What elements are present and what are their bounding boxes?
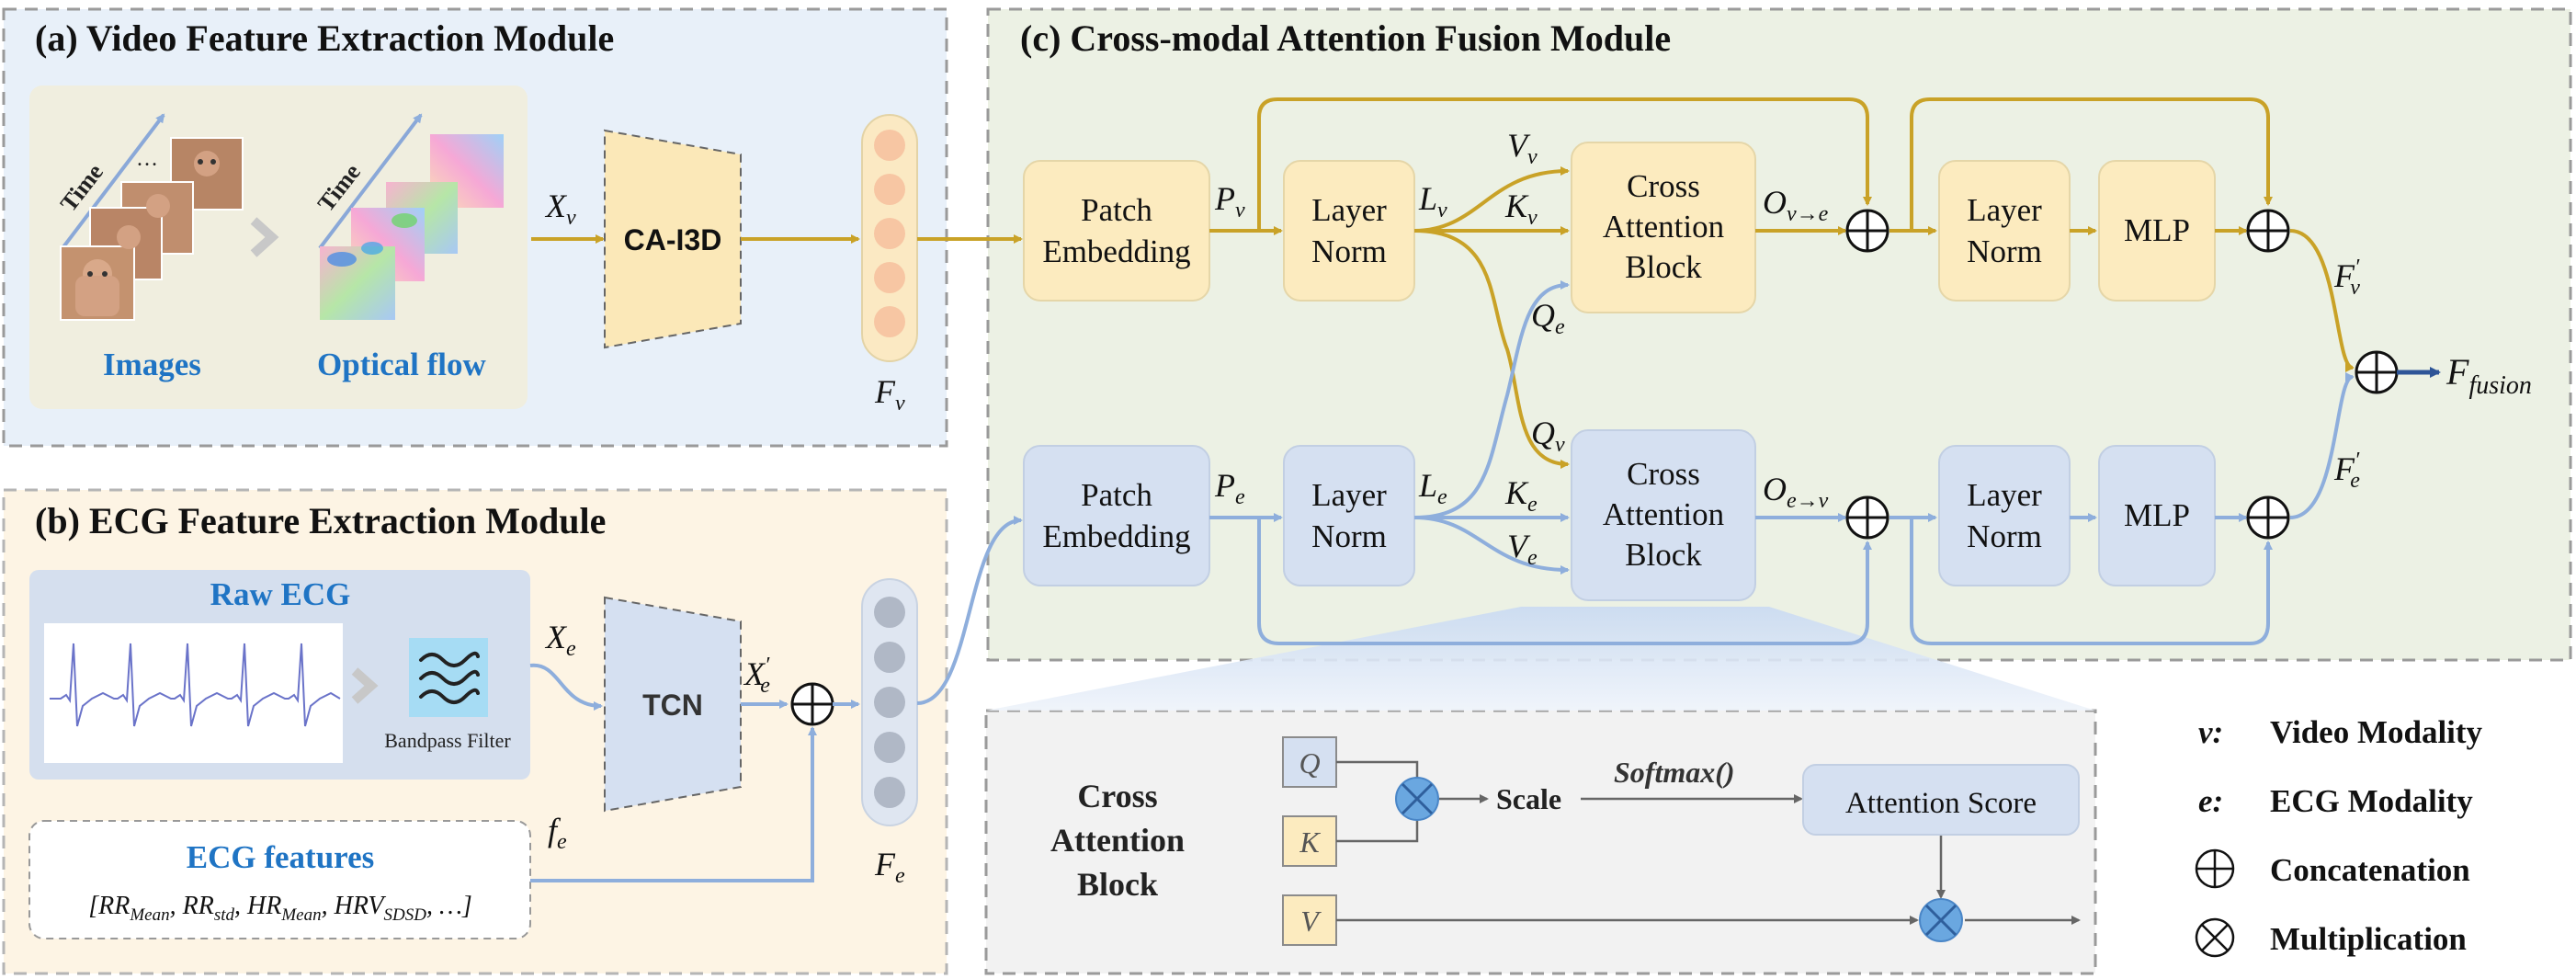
xe-arrow [529, 663, 603, 711]
tcn-block [604, 596, 742, 813]
detail-attention-score-label: Attention Score [1845, 787, 2037, 820]
fv-prime-label: F′v [2333, 256, 2360, 300]
fe-feature-arrow [530, 726, 817, 882]
fv-feature-cells [874, 130, 905, 337]
detail-wires [1336, 760, 2081, 925]
video-layer-norm2-line2: Norm [1967, 233, 2042, 269]
detail-panel [984, 709, 2097, 975]
optical-flow-label: Optical flow [317, 347, 486, 382]
ecg-features-list: [RRMean, RRstd, HRMean, HRVSDSD, …] [88, 892, 472, 925]
legend-video-key: v: [2198, 714, 2223, 750]
ecg-module-title: (b) ECG Feature Extraction Module [35, 500, 606, 541]
images-label: Images [103, 347, 201, 382]
fusion-concat-node [2355, 350, 2399, 394]
ecg-cross-attention-line1: Cross [1627, 456, 1700, 492]
legend-video-text: Video Modality [2270, 714, 2483, 750]
detail-v-label: V [1300, 905, 1322, 938]
ecg-layer-norm-block [1283, 445, 1415, 586]
ecg-waveform [50, 643, 341, 727]
legend-mult-text: Multiplication [2270, 921, 2467, 957]
fe-prime-label: F′e [2333, 449, 2360, 493]
detail-k-label: K [1299, 825, 1321, 859]
f-fusion-label: Ffusion [2445, 351, 2532, 400]
video-cross-attention-line3: Block [1625, 249, 1702, 285]
detail-title-line1: Cross [1077, 778, 1157, 814]
video-layer-norm-block [1283, 160, 1415, 302]
images-ellipsis: … [136, 147, 158, 171]
video-layer-norm-line1: Layer [1311, 192, 1387, 228]
ecg-cross-attention-block [1571, 429, 1756, 601]
detail-title-line2: Attention [1050, 822, 1185, 859]
ecg-patch-embedding-line1: Patch [1081, 477, 1152, 513]
tcn-label: TCN [642, 689, 703, 722]
ecg-flow-arrows [1209, 280, 2355, 645]
video-module-title: (a) Video Feature Extraction Module [35, 17, 614, 59]
legend-concat-text: Concatenation [2270, 852, 2470, 888]
detail-q-box [1282, 736, 1337, 788]
ecg-waveform-frame [44, 623, 343, 763]
detail-v-box [1282, 894, 1337, 946]
ecg-features-label: ECG features [187, 839, 374, 875]
images-to-flow-chevron [250, 217, 279, 257]
detail-q-label: Q [1299, 746, 1320, 780]
legend-mult-icon [2195, 917, 2235, 958]
ecg-patch-embedding-block [1023, 445, 1210, 586]
video-layer-norm-line2: Norm [1311, 233, 1387, 269]
video-cross-attention-block [1571, 142, 1756, 313]
detail-mult-node-1 [1395, 777, 1439, 821]
fusion-module-title: (c) Cross-modal Attention Fusion Module [1020, 17, 1671, 59]
detail-spotlight [986, 607, 2095, 711]
fe-feature-cells [874, 597, 905, 808]
ecg-cross-attention-line2: Attention [1603, 496, 1724, 532]
video-concat-node-2 [2246, 209, 2290, 253]
video-mlp-label: MLP [2124, 212, 2190, 248]
detail-attention-score-box [1802, 764, 2080, 836]
ecg-concat-node [790, 682, 834, 726]
legend-ecg-key: e: [2198, 783, 2223, 819]
detail-scale-label: Scale [1496, 782, 1561, 815]
detail-title-line3: Block [1077, 866, 1158, 903]
ecg-layer-norm-line1: Layer [1311, 477, 1387, 513]
ecg-cross-attention-line3: Block [1625, 537, 1702, 573]
bandpass-filter-label: Bandpass Filter [384, 729, 511, 752]
face-frames: Time … [55, 113, 244, 321]
ecg-layer-norm2-line2: Norm [1967, 518, 2042, 554]
video-input-box [29, 85, 528, 409]
fusion-panel [986, 7, 2572, 662]
ecg-features-box [28, 820, 531, 939]
video-flow-arrows [1209, 97, 2355, 469]
ecg-patch-embedding-line2: Embedding [1042, 518, 1190, 554]
video-cross-attention-line2: Attention [1603, 209, 1724, 245]
ecg-layer-norm-line2: Norm [1311, 518, 1387, 554]
legend-ecg-text: ECG Modality [2270, 783, 2473, 819]
legend-concat-icon [2195, 848, 2235, 889]
ca-i3d-block [604, 129, 742, 349]
bandpass-filter-waves [419, 651, 480, 704]
detail-softmax-label: Softmax() [1614, 756, 1735, 789]
detail-mult-node-2 [1919, 898, 1963, 942]
video-patch-embedding-line1: Patch [1081, 192, 1152, 228]
video-cross-attention-line1: Cross [1627, 168, 1700, 204]
ecg-layer-norm2-line1: Layer [1967, 477, 2042, 513]
video-layer-norm2-block [1938, 160, 2071, 302]
video-concat-node-1 [1845, 209, 1889, 253]
le-label: Le [1418, 467, 1447, 509]
optical-flow-frames: Time [312, 113, 504, 320]
video-patch-embedding-block [1023, 160, 1210, 302]
waveform-to-filter-chevron [351, 667, 379, 704]
ca-i3d-label: CA-I3D [624, 223, 722, 256]
fe-to-patch-arrow [916, 516, 1023, 705]
ecg-concat-node-1 [1845, 495, 1889, 540]
ecg-mlp-label: MLP [2124, 497, 2190, 533]
raw-ecg-label: Raw ECG [210, 576, 351, 612]
video-layer-norm2-line1: Layer [1967, 192, 2042, 228]
xe-prime-label: X′e [743, 654, 770, 698]
ecg-layer-norm2-block [1938, 445, 2071, 586]
video-patch-embedding-line2: Embedding [1042, 233, 1190, 269]
ecg-concat-node-2 [2246, 495, 2290, 540]
